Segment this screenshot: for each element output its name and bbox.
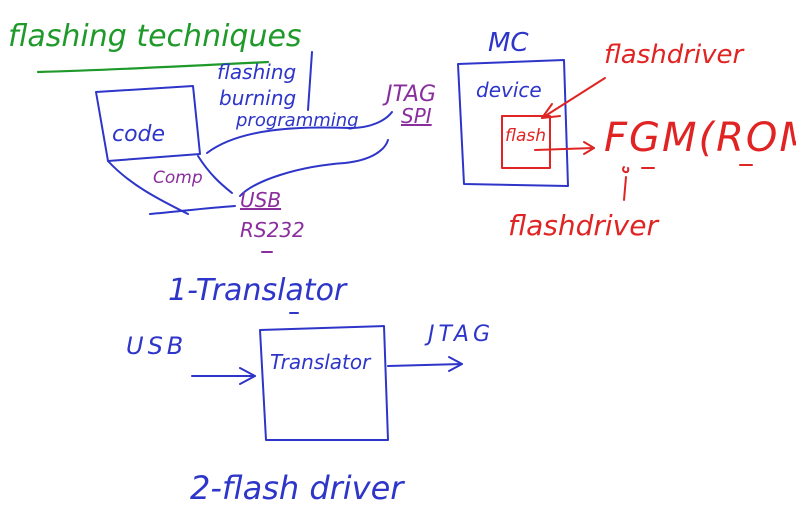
- mc-label: MC: [488, 28, 529, 58]
- flash-driver-heading: 2-flash driver: [190, 469, 404, 507]
- fgm-marker: [622, 166, 630, 201]
- usb-label: USB: [240, 188, 282, 212]
- spi-label: SPI: [401, 104, 432, 128]
- comp-label: Comp: [153, 168, 203, 188]
- device-label: device: [476, 78, 542, 102]
- fgm-rom-label: FGM(ROM): [604, 115, 796, 161]
- usb-left-label: USB: [126, 332, 188, 360]
- usb-connection-curve: [239, 139, 389, 197]
- comp-bottom-line: [149, 205, 236, 215]
- flash-label: flash: [505, 126, 547, 146]
- jtag-output-arrow: [387, 363, 463, 367]
- flash-to-fgm-arrowhead: [583, 141, 595, 155]
- burning-label: burning: [219, 86, 297, 110]
- translator-box-label: Translator: [270, 350, 371, 374]
- title-underline: [36, 60, 270, 74]
- flashdriver-top-label: flashdriver: [604, 40, 744, 70]
- code-to-comp-line-right: [197, 155, 233, 194]
- programming-label: programming: [236, 110, 359, 131]
- flash-box: [501, 115, 551, 169]
- rs232-label: RS232: [240, 218, 305, 242]
- jtag-connection-curve: [206, 111, 393, 154]
- flashdriver-arrowhead: [541, 103, 561, 119]
- translator-heading: 1-Translator: [168, 273, 347, 308]
- flashdriver-to-flash-arrow: [541, 77, 606, 119]
- flash-to-fgm-arrow: [534, 147, 595, 151]
- translator-box: [259, 325, 389, 441]
- mc-box: [457, 59, 569, 187]
- code-box: [95, 85, 201, 162]
- code-to-comp-line-left: [107, 160, 189, 215]
- jtag-label: JTAG: [386, 82, 437, 107]
- flashing-label: flashing: [217, 60, 297, 84]
- usb-input-arrowhead: [239, 367, 256, 385]
- jtag-right-label: JTAG: [428, 322, 495, 347]
- title: flashing techniques: [8, 19, 302, 54]
- code-label: code: [112, 122, 166, 147]
- jtag-output-arrowhead: [448, 356, 463, 372]
- flashdriver-bottom-label: flashdriver: [508, 209, 658, 242]
- flashing-bracket: [307, 51, 313, 111]
